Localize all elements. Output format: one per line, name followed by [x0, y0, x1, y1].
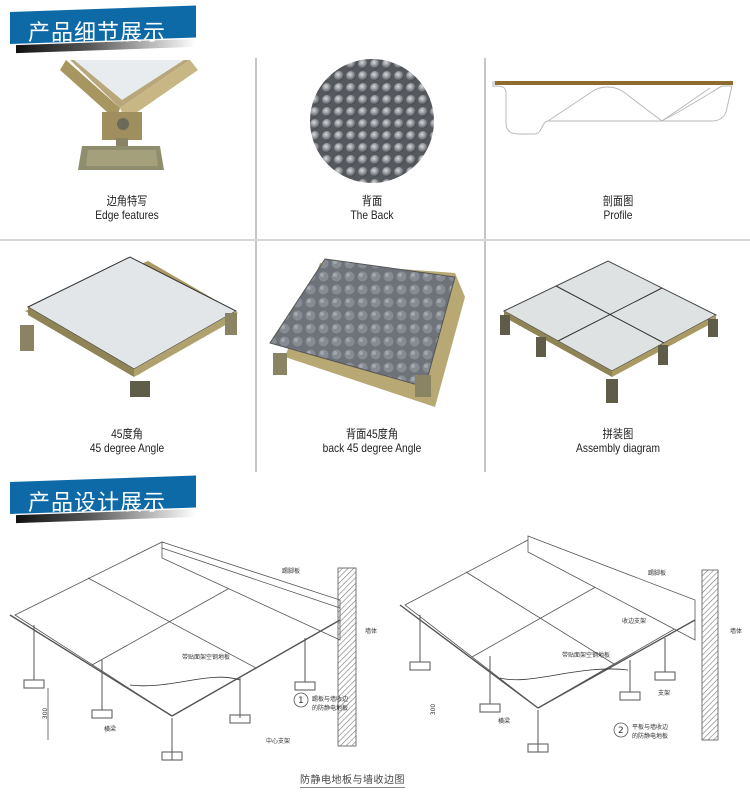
label-number: 1 [298, 696, 304, 706]
section-banner-product-design: 产品设计展示 [8, 475, 198, 524]
label-beam: 横梁 [498, 718, 511, 725]
grid-divider [255, 58, 257, 240]
caption: 背面 The Back [264, 194, 480, 222]
label-pedestal: 支架 [658, 690, 671, 697]
gallery-item-profile: 剖面图 Profile [486, 58, 750, 238]
caption: 拼装图 Assembly diagram [506, 427, 730, 455]
caption-cn: 背面45度角 [345, 427, 399, 441]
caption-en: 45 degree Angle [89, 441, 165, 455]
caption-en: Edge features [95, 208, 159, 222]
caption: 边角特写 Edge features [19, 194, 235, 222]
installation-diagram-1: 踢脚板 墙体 带贴面架空钢地板 横梁 中心支架 1 踢板与墙收边的防静电地板 3… [0, 520, 378, 770]
label-skirting: 踢脚板 [282, 568, 301, 575]
panel-back-45-image [269, 258, 465, 407]
grid-divider [484, 241, 486, 472]
caption-cn: 剖面图 [602, 194, 634, 208]
back-dome-image [310, 59, 434, 183]
diagram-drawing [9, 541, 357, 761]
gallery-item-45-degree: 45度角 45 degree Angle [0, 241, 254, 471]
profile-section-image [492, 81, 733, 135]
label-steel-floor: 带贴面架空钢地板 [562, 652, 611, 659]
label-number: 2 [618, 726, 624, 736]
label-center-pedestal: 中心支架 [266, 738, 291, 745]
gallery-item-the-back: 背面 The Back [245, 58, 499, 238]
section-banner-product-details: 产品细节展示 [8, 5, 198, 54]
gallery-item-edge-features: 边角特写 Edge features [0, 58, 254, 238]
gallery-item-back-45-degree: 背面45度角 back 45 degree Angle [245, 241, 499, 471]
assembly-image [500, 260, 718, 403]
grid-divider [255, 241, 257, 472]
section-title: 产品设计展示 [28, 491, 167, 516]
grid-divider [484, 58, 486, 240]
label-beam: 横梁 [104, 726, 117, 733]
grid-divider [0, 239, 750, 241]
installation-diagram-2: 踢脚板 墙体 收边支架 带贴面架空钢地板 横梁 支架 2 平板与墙收边的防静电地… [390, 520, 750, 770]
caption-en: Assembly diagram [576, 441, 660, 455]
caption-en: back 45 degree Angle [322, 441, 422, 455]
dimension-label: 300 [430, 703, 438, 716]
caption-cn: 45度角 [111, 427, 143, 441]
caption-cn: 背面 [361, 194, 383, 208]
label-wall: 墙体 [365, 628, 378, 635]
caption-cn: 拼装图 [602, 427, 634, 441]
caption-cn: 边角特写 [106, 194, 148, 208]
caption: 45度角 45 degree Angle [19, 427, 235, 455]
corner-closeup-image [60, 60, 198, 170]
caption-en: The Back [350, 208, 394, 222]
caption: 剖面图 Profile [506, 194, 730, 222]
diagram-drawing [399, 535, 719, 753]
caption: 背面45度角 back 45 degree Angle [264, 427, 480, 455]
label-note: 踢板与墙收边的防静电地板 [312, 696, 349, 712]
label-edge-pedestal: 收边支架 [622, 618, 647, 625]
dimension-label: 300 [42, 707, 50, 720]
gallery-item-assembly: 拼装图 Assembly diagram [486, 241, 750, 471]
diagram-caption: 防静电地板与墙收边图 [300, 771, 405, 788]
section-title: 产品细节展示 [28, 21, 167, 46]
label-steel-floor: 带贴面架空钢地板 [182, 654, 231, 661]
label-skirting: 踢脚板 [648, 570, 667, 577]
caption-en: Profile [603, 208, 633, 222]
label-note: 平板与墙收边的防静电地板 [632, 724, 669, 740]
label-wall: 墙体 [730, 628, 743, 635]
panel-45-degree-image [20, 256, 238, 397]
